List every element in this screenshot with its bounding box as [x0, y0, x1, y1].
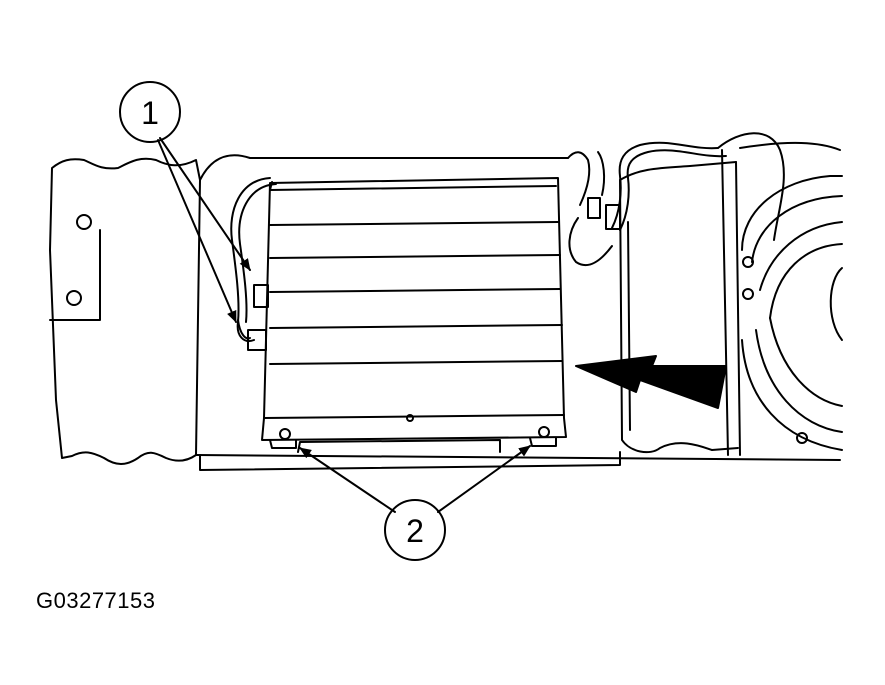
callout-1-number: 1	[141, 95, 159, 131]
right-wire-harness	[567, 132, 785, 267]
connector-upper	[253, 284, 269, 308]
speaker	[739, 141, 843, 451]
amplifier-module	[261, 177, 567, 441]
installation-direction-arrow	[575, 355, 727, 409]
callout-1-circle	[119, 81, 181, 143]
speaker-bolt-2	[742, 288, 754, 300]
speaker-bolt-1	[742, 256, 754, 268]
connector-lower	[247, 329, 267, 351]
figure-code: G03277153	[36, 588, 156, 613]
speaker-bolt-3	[796, 432, 808, 444]
mounting-tabs	[269, 426, 557, 449]
callout-2-leaders	[299, 445, 531, 513]
mounting-nut-left	[279, 428, 291, 440]
callout-2-circle	[384, 499, 446, 561]
harness-plug-1	[587, 197, 601, 219]
left-wire-harness	[230, 177, 277, 342]
callout-2-number: 2	[406, 513, 424, 549]
mounting-nut-right	[538, 426, 550, 438]
electrical-connectors	[237, 284, 269, 351]
right-trim-panel	[619, 149, 741, 456]
callout-1-leaders	[157, 137, 251, 323]
